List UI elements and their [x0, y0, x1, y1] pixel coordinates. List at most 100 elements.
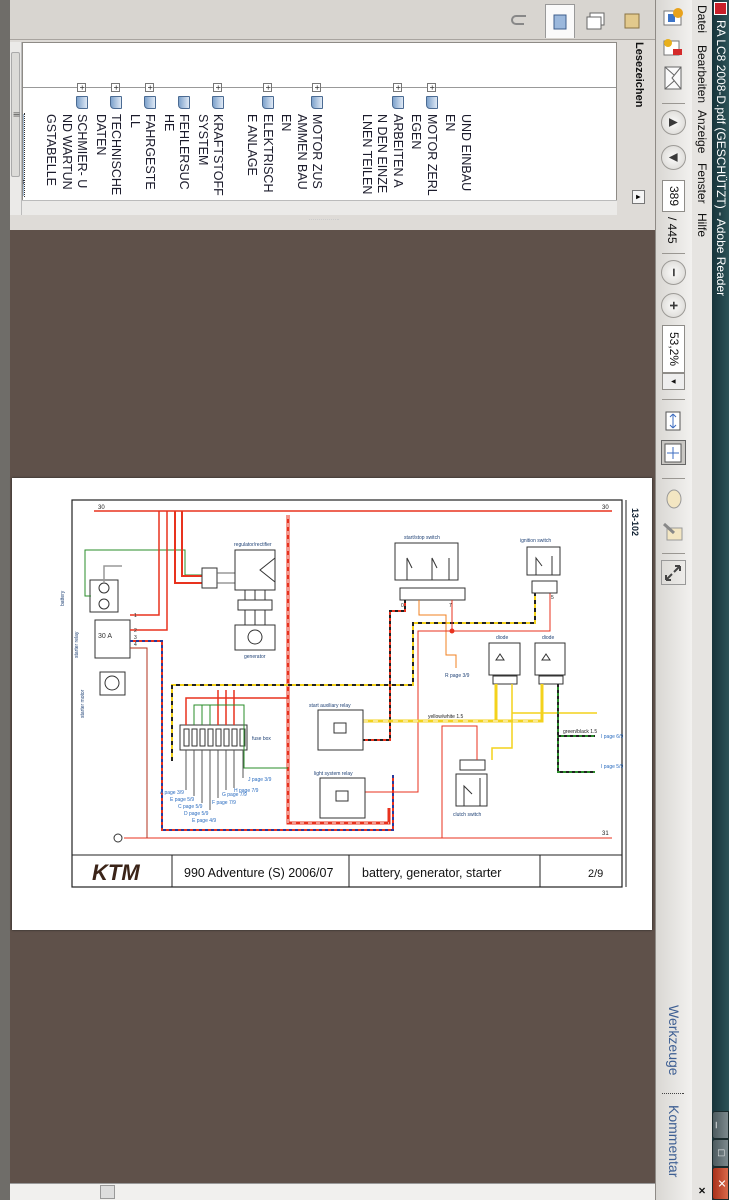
plus-icon: +: [661, 293, 686, 318]
scrollbar-thumb[interactable]: [100, 1185, 115, 1199]
sheet-number: 2/9: [588, 868, 603, 880]
pages-tab[interactable]: [581, 4, 611, 38]
bookmark-horizontal-scrollbar[interactable]: |||: [10, 42, 22, 215]
zoom-in-button[interactable]: +: [661, 293, 686, 318]
pane-splitter[interactable]: [309, 219, 339, 221]
collaborate-icon[interactable]: [661, 35, 686, 60]
start-stop-connector: [399, 587, 466, 601]
maximize-button[interactable]: □: [712, 1139, 729, 1167]
start-aux-relay-box: [317, 709, 364, 751]
battery-plus: [98, 598, 110, 610]
menu-datei[interactable]: Datei: [695, 5, 709, 34]
relay-pin-3: 3: [134, 635, 137, 641]
full-screen-button[interactable]: [661, 560, 686, 585]
green-black-label: green/black 1.5: [563, 729, 597, 735]
toolbar-separator: [662, 478, 685, 479]
bookmark-label[interactable]: ELEKTRISCHE ANLAGE: [245, 114, 276, 193]
zoom-input[interactable]: 53,2%: [662, 325, 685, 373]
zoom-dropdown[interactable]: ▾: [662, 373, 685, 390]
diode-2-symbol: [541, 653, 551, 661]
bookmark-label[interactable]: TECHNISCHE DATEN: [94, 114, 124, 196]
bookmark-label[interactable]: MOTOR ZERLEGEN: [409, 114, 440, 196]
wire-fuse-green: [193, 704, 288, 769]
previous-page-button[interactable]: ▲: [661, 110, 686, 135]
expand-toggle[interactable]: +: [77, 83, 88, 92]
wire-green-black-dash: [557, 684, 595, 773]
terminal-30-left: 30: [98, 505, 105, 511]
ref-C: C page 5/9: [178, 804, 203, 810]
menu-anzeige[interactable]: Anzeige: [695, 110, 709, 154]
title-bar: RA LC8 2008-D.pdf (GESCHÜTZT) - Adobe Re…: [712, 0, 729, 1200]
add-note-button[interactable]: [661, 486, 686, 511]
attachments-tab[interactable]: [505, 4, 535, 38]
bookmark-label[interactable]: SCHALTPLÄNE: [22, 111, 25, 199]
minimize-button[interactable]: _: [712, 1111, 729, 1139]
bookmark-label[interactable]: UND EINBAUEN: [443, 114, 474, 192]
pin-0: 0: [401, 603, 404, 609]
wire-red-clutch: [441, 725, 478, 838]
fit-width-button[interactable]: [661, 408, 686, 433]
bookmark-label[interactable]: MOTOR ZUSAMMEN BAUEN: [279, 114, 325, 190]
document-scrollbar[interactable]: [10, 1183, 655, 1200]
expand-toggle[interactable]: +: [393, 83, 403, 92]
bookmark-vertical-scrollbar[interactable]: [22, 200, 617, 215]
bookmarks-tab[interactable]: [545, 4, 575, 38]
diode-1-symbol: [495, 653, 505, 661]
fit-page-button[interactable]: [661, 440, 686, 465]
menu-bearbeiten[interactable]: Bearbeiten: [695, 45, 709, 104]
ignition-switch-label: ignition switch: [520, 538, 551, 544]
ref-G: G page 7/9: [222, 792, 247, 798]
expand-toggle[interactable]: +: [111, 83, 122, 92]
bookmark-label[interactable]: FAHRGESTELL: [128, 114, 158, 190]
menu-fenster[interactable]: Fenster: [695, 163, 709, 204]
ref-D: D page 5/9: [184, 811, 209, 817]
ref-I-6: I page 6/9: [601, 734, 623, 740]
ignition-switch-box: [526, 546, 561, 576]
starter-relay-box: [94, 619, 131, 659]
bookmark-icon: [144, 96, 157, 109]
starter-motor-box: [99, 671, 126, 696]
bookmark-label[interactable]: KRAFTSTOFF SYSTEM: [196, 114, 226, 196]
highlight-text-button[interactable]: [661, 519, 686, 544]
pin-7: 7: [449, 603, 452, 609]
create-pdf-icon[interactable]: [661, 5, 686, 30]
close-document-button[interactable]: ×: [695, 1187, 709, 1195]
expand-toggle[interactable]: +: [263, 83, 273, 92]
bookmark-icon: [262, 96, 274, 109]
expand-toggle[interactable]: +: [213, 83, 224, 92]
wiring-diagram: 13-102 KTM 990 Adventure (S) 2006/07 bat…: [60, 499, 640, 888]
bookmark-label[interactable]: SCHMIER- UND WARTUNGSTABELLE: [44, 114, 90, 190]
expand-toggle[interactable]: +: [145, 83, 156, 92]
page-number-input[interactable]: 389: [662, 180, 685, 212]
close-button[interactable]: ✕: [712, 1167, 729, 1200]
wire-yellow-white: [363, 684, 544, 723]
clutch-switch-box: [455, 773, 488, 807]
light-relay-box: [319, 777, 366, 819]
bookmark-icon: [426, 96, 438, 109]
zoom-out-button[interactable]: −: [661, 260, 686, 285]
bookmark-tree: UND EINBAUEN + MOTOR ZERLEGEN + ARBEITEN AN …: [22, 42, 617, 215]
expand-toggle[interactable]: +: [427, 83, 437, 92]
ref-J: J page 3/9: [248, 777, 272, 783]
bookmark-label[interactable]: ARBEITEN AN DEN EINZELNEN TEILEN: [360, 114, 405, 195]
wire-yellow: [491, 684, 597, 760]
menu-hilfe[interactable]: Hilfe: [695, 213, 709, 238]
ref-R: R page 3/9: [445, 673, 470, 679]
tools-pane-button[interactable]: Werkzeuge: [666, 1005, 682, 1076]
start-aux-relay-coil: [333, 722, 347, 734]
next-page-button[interactable]: ▼: [661, 145, 686, 170]
bookmark-label[interactable]: FEHLERSUCHE: [162, 114, 192, 190]
comment-pane-button[interactable]: Kommentar: [666, 1105, 682, 1178]
page-total: / 445: [665, 217, 679, 244]
scrollbar-thumb[interactable]: |||: [11, 52, 20, 177]
expand-toggle[interactable]: +: [312, 83, 323, 92]
collapse-pane-button[interactable]: ▴: [632, 190, 645, 204]
email-icon[interactable]: [661, 65, 686, 90]
adobe-pdf-icon: [714, 2, 727, 15]
regulator-box: [234, 549, 276, 591]
ref-E: E page 4/9: [192, 818, 216, 824]
security-tab[interactable]: [617, 4, 647, 38]
toolbar-separator: [662, 1093, 684, 1094]
bookmarks-panel: Lesezeichen ▴ ▾ UND EINBAUEN+MOTOR ZERLE…: [10, 40, 655, 230]
generator-connector: [237, 599, 273, 611]
